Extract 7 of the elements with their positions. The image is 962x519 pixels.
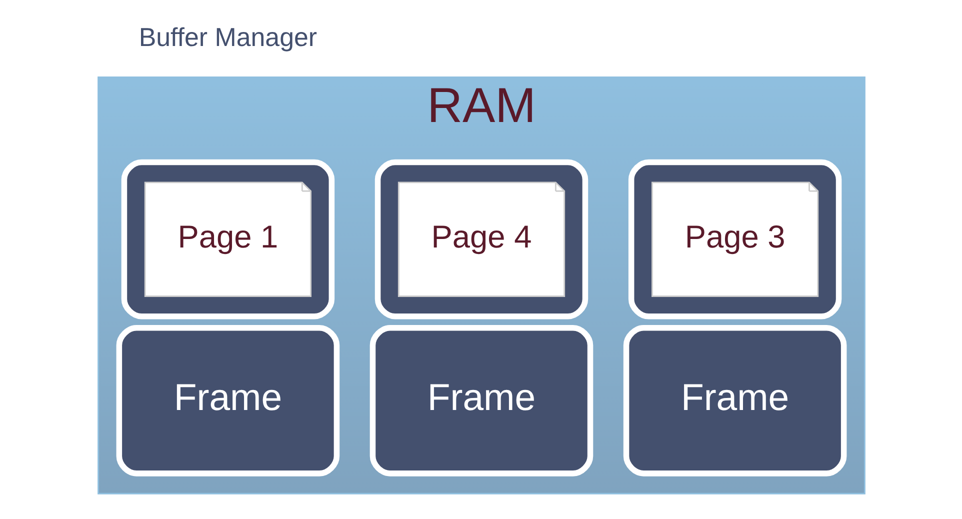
cluster — [628, 159, 842, 320]
cluster — [120, 159, 334, 320]
cluster — [374, 159, 588, 320]
node-label: Buffer Manager — [138, 24, 317, 52]
node-box: Frame — [622, 325, 846, 476]
node-box: Frame — [116, 325, 340, 476]
node-box: Frame — [369, 325, 593, 476]
